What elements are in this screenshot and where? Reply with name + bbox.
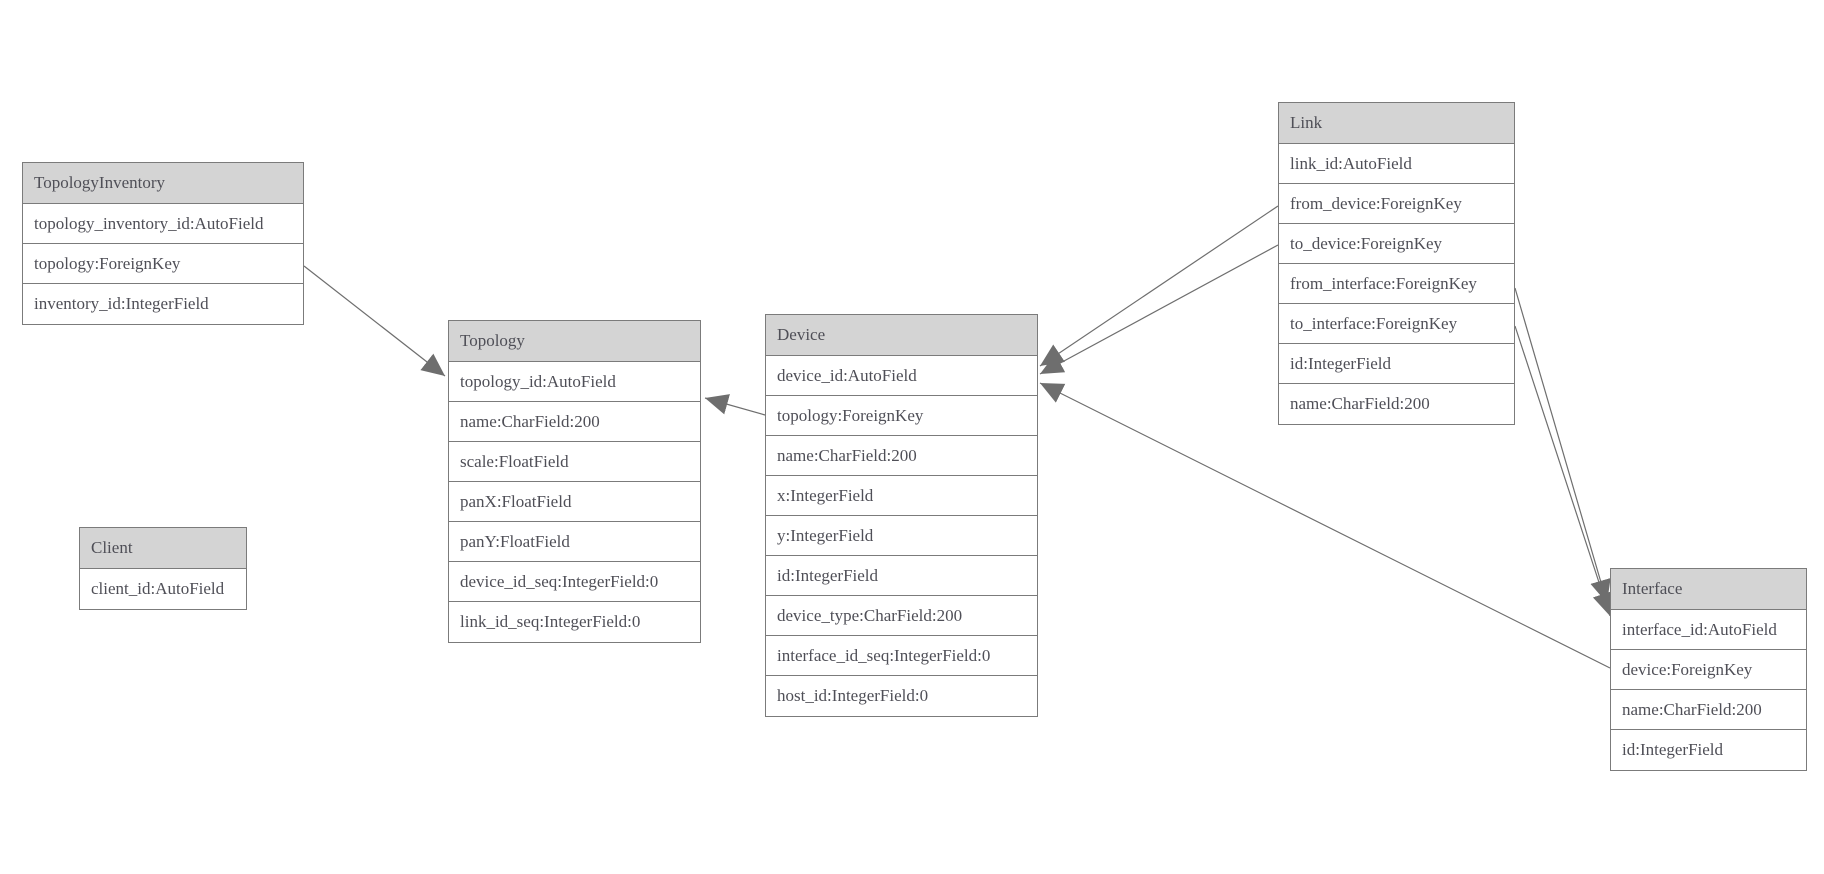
relationship-link-to_device-to-device <box>1039 244 1279 375</box>
entity-field-row: interface_id_seq:IntegerField:0 <box>766 636 1037 676</box>
entity-field-row: name:CharField:200 <box>766 436 1037 476</box>
entity-field-row: scale:FloatField <box>449 442 700 482</box>
entity-field-row: inventory_id:IntegerField <box>23 284 303 324</box>
entity-field-row: name:CharField:200 <box>1279 384 1514 424</box>
entity-field-row: host_id:IntegerField:0 <box>766 676 1037 716</box>
entity-field-row: from_device:ForeignKey <box>1279 184 1514 224</box>
entity-field-row: name:CharField:200 <box>449 402 700 442</box>
relationship-link-from_device-to-device <box>1039 205 1279 367</box>
entity-field-row: interface_id:AutoField <box>1611 610 1806 650</box>
entity-field-row: panX:FloatField <box>449 482 700 522</box>
entity-field-row: id:IntegerField <box>766 556 1037 596</box>
relationship-interface-device-to-device <box>1039 382 1611 669</box>
entity-field-row: topology:ForeignKey <box>766 396 1037 436</box>
entity-field-row: id:IntegerField <box>1611 730 1806 770</box>
entity-title: Device <box>766 315 1037 356</box>
entity-field-row: id:IntegerField <box>1279 344 1514 384</box>
entity-title: Topology <box>449 321 700 362</box>
entity-field-row: device_type:CharField:200 <box>766 596 1037 636</box>
entity-field-row: device:ForeignKey <box>1611 650 1806 690</box>
entity-field-row: to_interface:ForeignKey <box>1279 304 1514 344</box>
relationship-link-from_interface-to-interface <box>1514 287 1611 604</box>
entity-field-row: panY:FloatField <box>449 522 700 562</box>
entity-field-row: topology_id:AutoField <box>449 362 700 402</box>
entity-title: Client <box>80 528 246 569</box>
relationship-topologyinventory-topology-to-topology <box>303 265 446 377</box>
entity-field-row: x:IntegerField <box>766 476 1037 516</box>
entity-field-row: name:CharField:200 <box>1611 690 1806 730</box>
entity-field-row: device_id_seq:IntegerField:0 <box>449 562 700 602</box>
entity-title: Link <box>1279 103 1514 144</box>
entity-field-row: link_id_seq:IntegerField:0 <box>449 602 700 642</box>
entity-field-row: y:IntegerField <box>766 516 1037 556</box>
relationship-device-topology-to-topology <box>704 394 766 416</box>
entity-field-row: topology:ForeignKey <box>23 244 303 284</box>
entity-field-row: from_interface:ForeignKey <box>1279 264 1514 304</box>
entity-field-row: to_device:ForeignKey <box>1279 224 1514 264</box>
entity-field-row: client_id:AutoField <box>80 569 246 609</box>
entity-field-row: device_id:AutoField <box>766 356 1037 396</box>
entity-field-row: link_id:AutoField <box>1279 144 1514 184</box>
entity-title: Interface <box>1611 569 1806 610</box>
relationship-link-to_interface-to-interface <box>1514 325 1613 617</box>
entity-field-row: topology_inventory_id:AutoField <box>23 204 303 244</box>
entity-title: TopologyInventory <box>23 163 303 204</box>
